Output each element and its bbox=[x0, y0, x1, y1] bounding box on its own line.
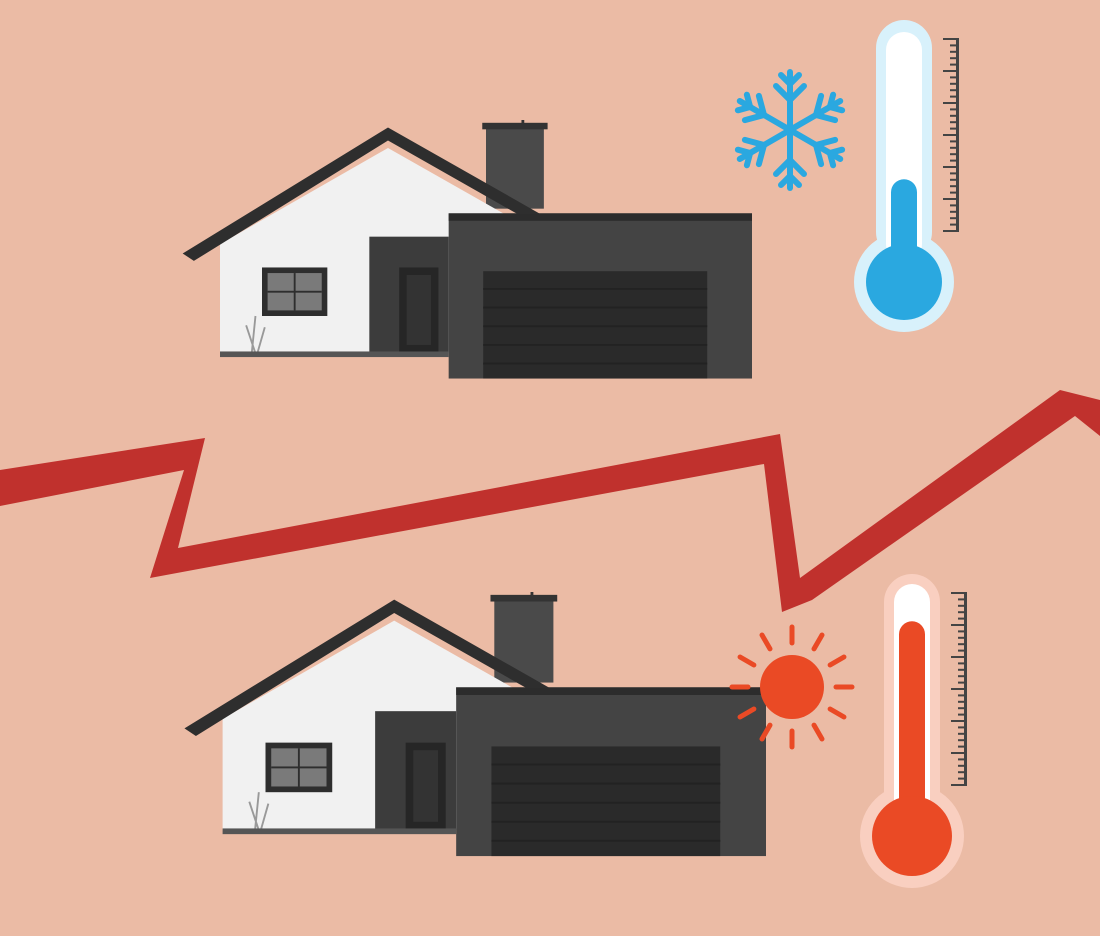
house-icon bbox=[183, 592, 768, 858]
cold-thermometer-scale bbox=[943, 38, 959, 232]
house-icon bbox=[181, 120, 753, 380]
hot-thermometer-icon bbox=[860, 574, 967, 888]
hot-house bbox=[183, 592, 768, 858]
zigzag-arrow bbox=[0, 390, 1100, 612]
hot-thermometer-scale bbox=[951, 592, 967, 786]
cold-house bbox=[181, 120, 753, 380]
sun-icon bbox=[729, 624, 855, 750]
hot-thermometer-fill bbox=[899, 621, 925, 846]
snowflake-icon bbox=[733, 69, 847, 188]
cold-thermometer-icon bbox=[854, 20, 959, 332]
